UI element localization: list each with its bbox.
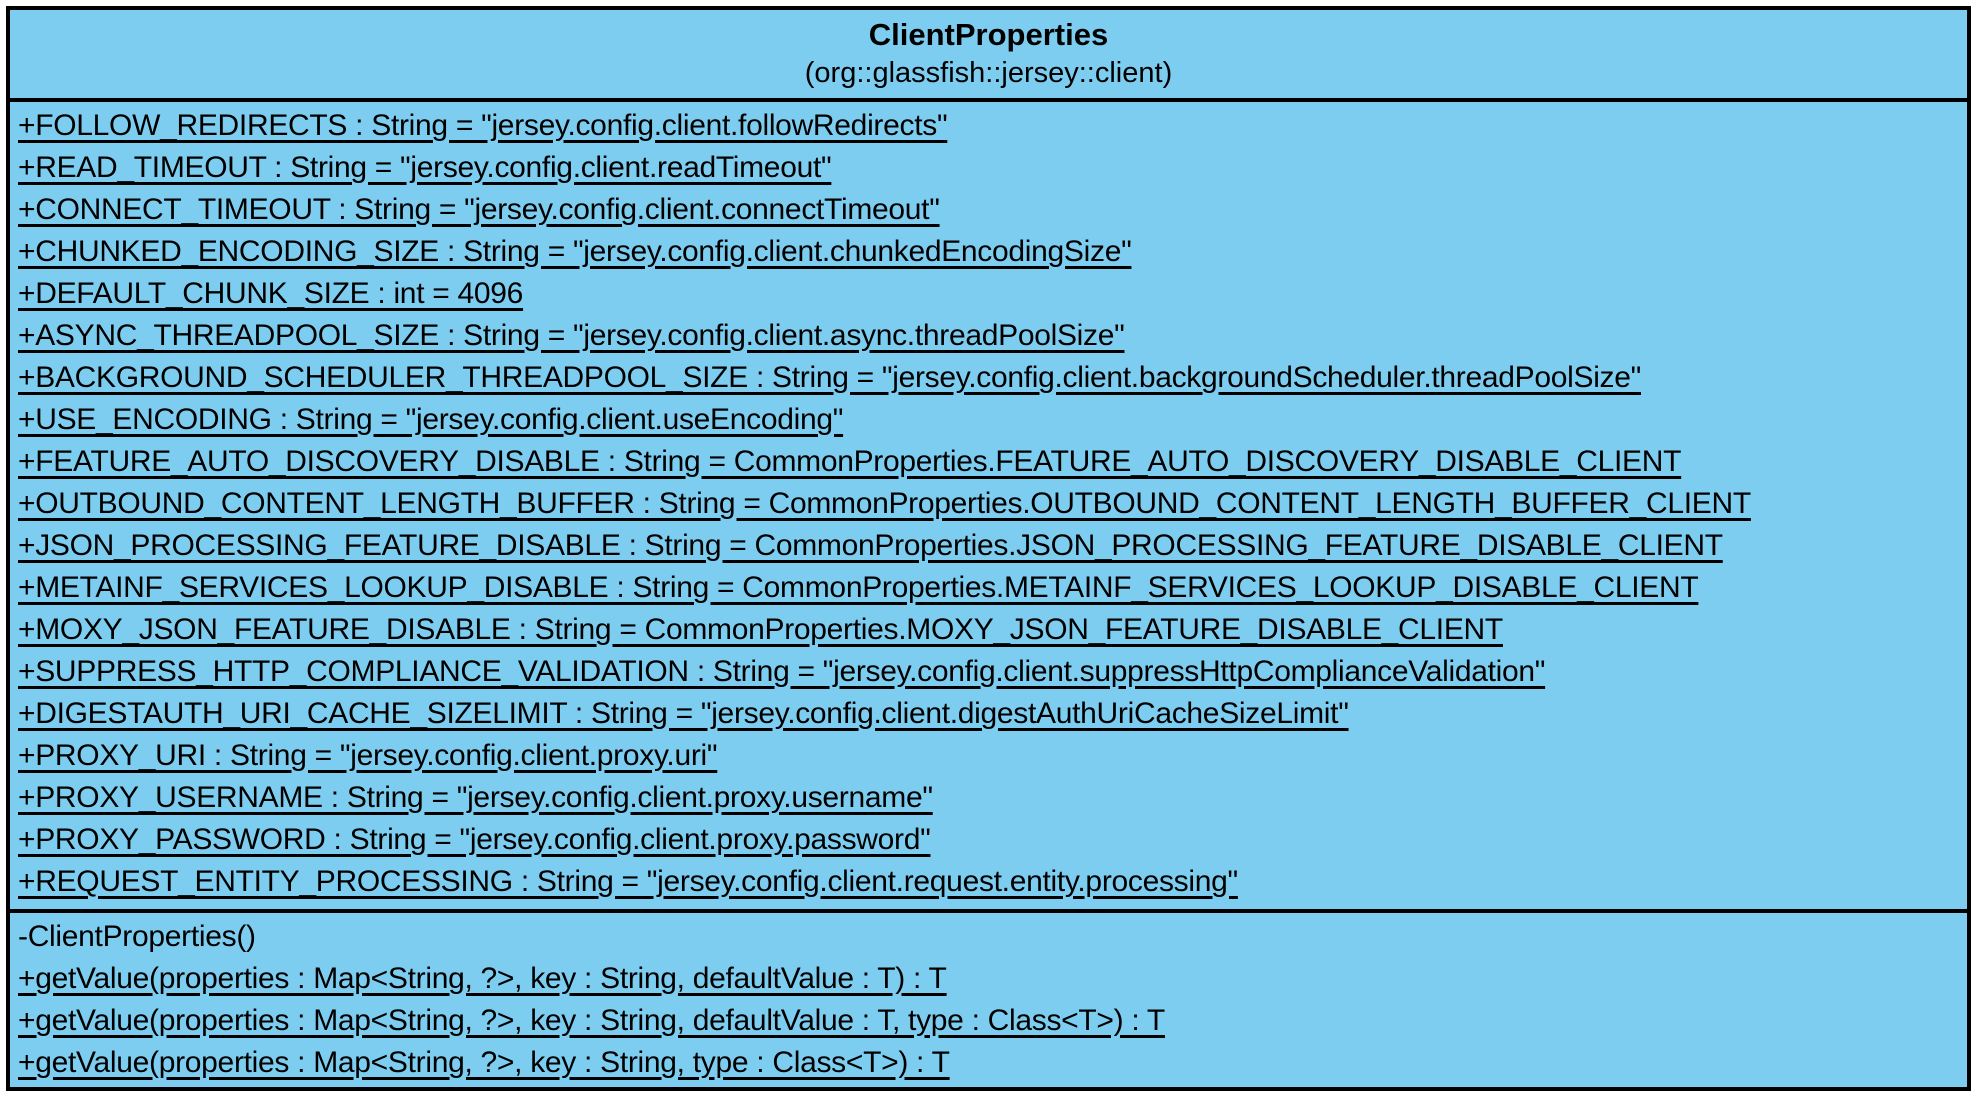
method-row: -ClientProperties() xyxy=(18,920,256,953)
uml-class-box: ClientProperties (org::glassfish::jersey… xyxy=(6,6,1971,1091)
class-header: ClientProperties (org::glassfish::jersey… xyxy=(10,10,1967,102)
attribute-row: +JSON_PROCESSING_FEATURE_DISABLE : Strin… xyxy=(18,529,1723,562)
attributes-section: +FOLLOW_REDIRECTS : String = "jersey.con… xyxy=(10,102,1967,913)
attribute-row: +DEFAULT_CHUNK_SIZE : int = 4096 xyxy=(18,277,524,310)
method-row: +getValue(properties : Map<String, ?>, k… xyxy=(18,1004,1165,1037)
attribute-row: +SUPPRESS_HTTP_COMPLIANCE_VALIDATION : S… xyxy=(18,655,1546,688)
attribute-row: +FEATURE_AUTO_DISCOVERY_DISABLE : String… xyxy=(18,445,1682,478)
method-row: +getValue(properties : Map<String, ?>, k… xyxy=(18,962,947,995)
attribute-row: +DIGESTAUTH_URI_CACHE_SIZELIMIT : String… xyxy=(18,697,1349,730)
class-package: (org::glassfish::jersey::client) xyxy=(804,57,1173,89)
attribute-row: +FOLLOW_REDIRECTS : String = "jersey.con… xyxy=(18,109,948,142)
attribute-row: +CONNECT_TIMEOUT : String = "jersey.conf… xyxy=(18,193,940,226)
method-row: +getValue(properties : Map<String, ?>, k… xyxy=(18,1046,950,1079)
attribute-row: +BACKGROUND_SCHEDULER_THREADPOOL_SIZE : … xyxy=(18,361,1641,394)
attribute-row: +OUTBOUND_CONTENT_LENGTH_BUFFER : String… xyxy=(18,487,1751,520)
attribute-row: +PROXY_PASSWORD : String = "jersey.confi… xyxy=(18,823,931,856)
attribute-row: +REQUEST_ENTITY_PROCESSING : String = "j… xyxy=(18,865,1238,898)
class-name: ClientProperties xyxy=(868,17,1109,52)
attribute-row: +PROXY_USERNAME : String = "jersey.confi… xyxy=(18,781,933,814)
attribute-row: +METAINF_SERVICES_LOOKUP_DISABLE : Strin… xyxy=(18,571,1699,604)
attribute-row: +MOXY_JSON_FEATURE_DISABLE : String = Co… xyxy=(18,613,1503,646)
attribute-row: +ASYNC_THREADPOOL_SIZE : String = "jerse… xyxy=(18,319,1125,352)
attribute-row: +READ_TIMEOUT : String = "jersey.config.… xyxy=(18,151,832,184)
methods-section: -ClientProperties() +getValue(properties … xyxy=(10,913,1967,1090)
attribute-row: +CHUNKED_ENCODING_SIZE : String = "jerse… xyxy=(18,235,1132,268)
attribute-row: +PROXY_URI : String = "jersey.config.cli… xyxy=(18,739,718,772)
attribute-row: +USE_ENCODING : String = "jersey.config.… xyxy=(18,403,844,436)
